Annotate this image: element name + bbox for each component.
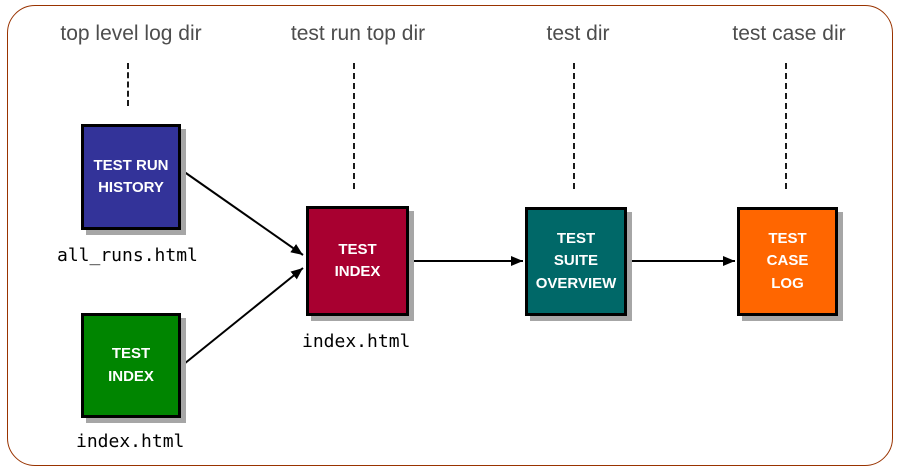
node-test-run-history: TEST RUN HISTORY xyxy=(81,124,181,230)
column-header-test-dir: test dir xyxy=(546,22,610,45)
node-label-test-case-log: TEST CASE LOG xyxy=(766,229,809,292)
file-label-index-html-run: index.html xyxy=(302,331,411,352)
node-label-test-index-run: TEST INDEX xyxy=(334,240,381,281)
dashed-guide-line-test-case xyxy=(785,63,787,189)
node-label-test-suite-overview: TEST SUITE OVERVIEW xyxy=(535,229,617,292)
file-label-all-runs-html: all_runs.html xyxy=(57,245,198,266)
dashed-guide-line-test-dir xyxy=(573,63,575,189)
node-label-test-index-top-level: TEST INDEX xyxy=(108,345,154,385)
file-label-index-html-top: index.html xyxy=(76,431,185,452)
dashed-guide-line-test-run xyxy=(353,63,355,189)
node-test-suite-overview: TEST SUITE OVERVIEW xyxy=(525,207,627,316)
node-test-index-run: TEST INDEX xyxy=(306,206,409,316)
node-test-case-log: TEST CASE LOG xyxy=(737,207,838,316)
dashed-guide-line-top-level xyxy=(127,63,129,106)
node-label-test-run-history: TEST RUN HISTORY xyxy=(93,156,169,197)
node-test-index-top-level: TEST INDEX xyxy=(81,313,181,418)
column-header-top-level-log-dir: top level log dir xyxy=(60,22,202,45)
column-header-test-case-dir: test case dir xyxy=(732,22,846,45)
column-header-test-run-top-dir: test run top dir xyxy=(290,22,426,45)
rounded-border-frame xyxy=(7,5,893,466)
